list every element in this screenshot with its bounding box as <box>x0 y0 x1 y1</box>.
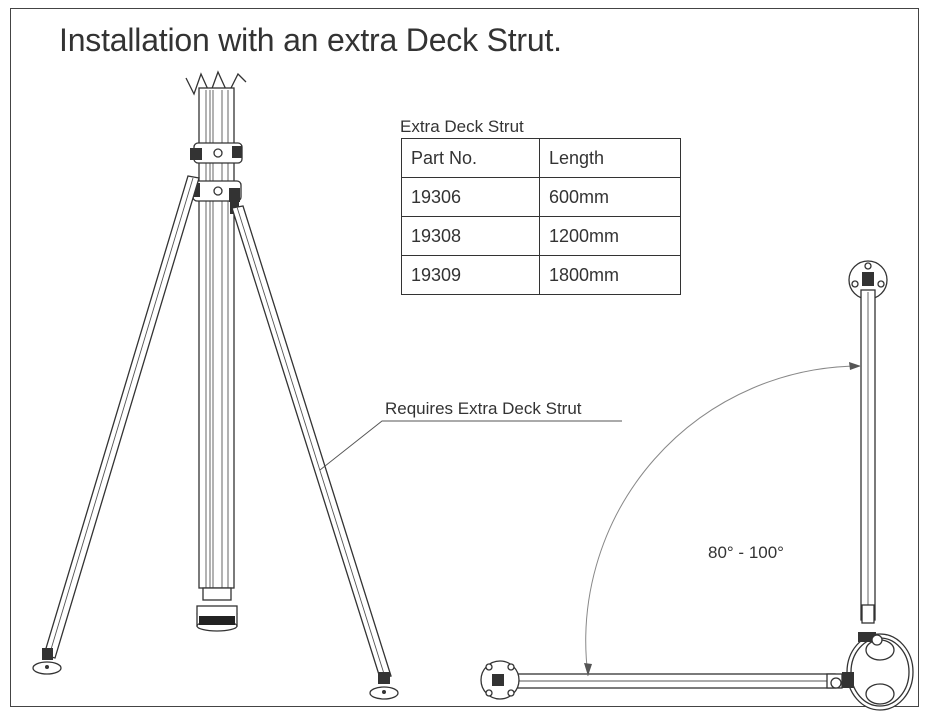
table-header-row: Part No. Length <box>401 138 681 178</box>
table-header-part-no: Part No. <box>401 138 540 178</box>
table-cell-part-no: 19309 <box>401 255 540 295</box>
table-row: 19308 1200mm <box>401 216 681 256</box>
table-row: 19309 1800mm <box>401 255 681 295</box>
callout-label: Requires Extra Deck Strut <box>385 399 582 418</box>
parts-table: Part No. Length 19306 600mm 19308 1200mm… <box>401 138 681 295</box>
right-strut <box>231 205 399 700</box>
table-cell-length: 600mm <box>539 177 681 217</box>
table-cell-length: 1800mm <box>539 255 681 295</box>
table-row: 19306 600mm <box>401 177 681 217</box>
angle-arrowhead-top <box>849 362 861 370</box>
mast-assembly <box>185 70 247 632</box>
table-cell-part-no: 19306 <box>401 177 540 217</box>
drawing-frame <box>10 8 919 707</box>
left-strut <box>32 175 200 675</box>
angle-arrowhead-bottom <box>584 663 592 676</box>
angle-label: 80° - 100° <box>708 543 784 562</box>
table-cell-length: 1200mm <box>539 216 681 256</box>
callout-leader-line <box>319 420 622 471</box>
angle-arc <box>585 365 862 677</box>
plan-view <box>480 260 914 711</box>
table-caption: Extra Deck Strut <box>400 117 524 136</box>
page-title: Installation with an extra Deck Strut. <box>59 22 562 58</box>
mast-break-line <box>185 70 247 96</box>
